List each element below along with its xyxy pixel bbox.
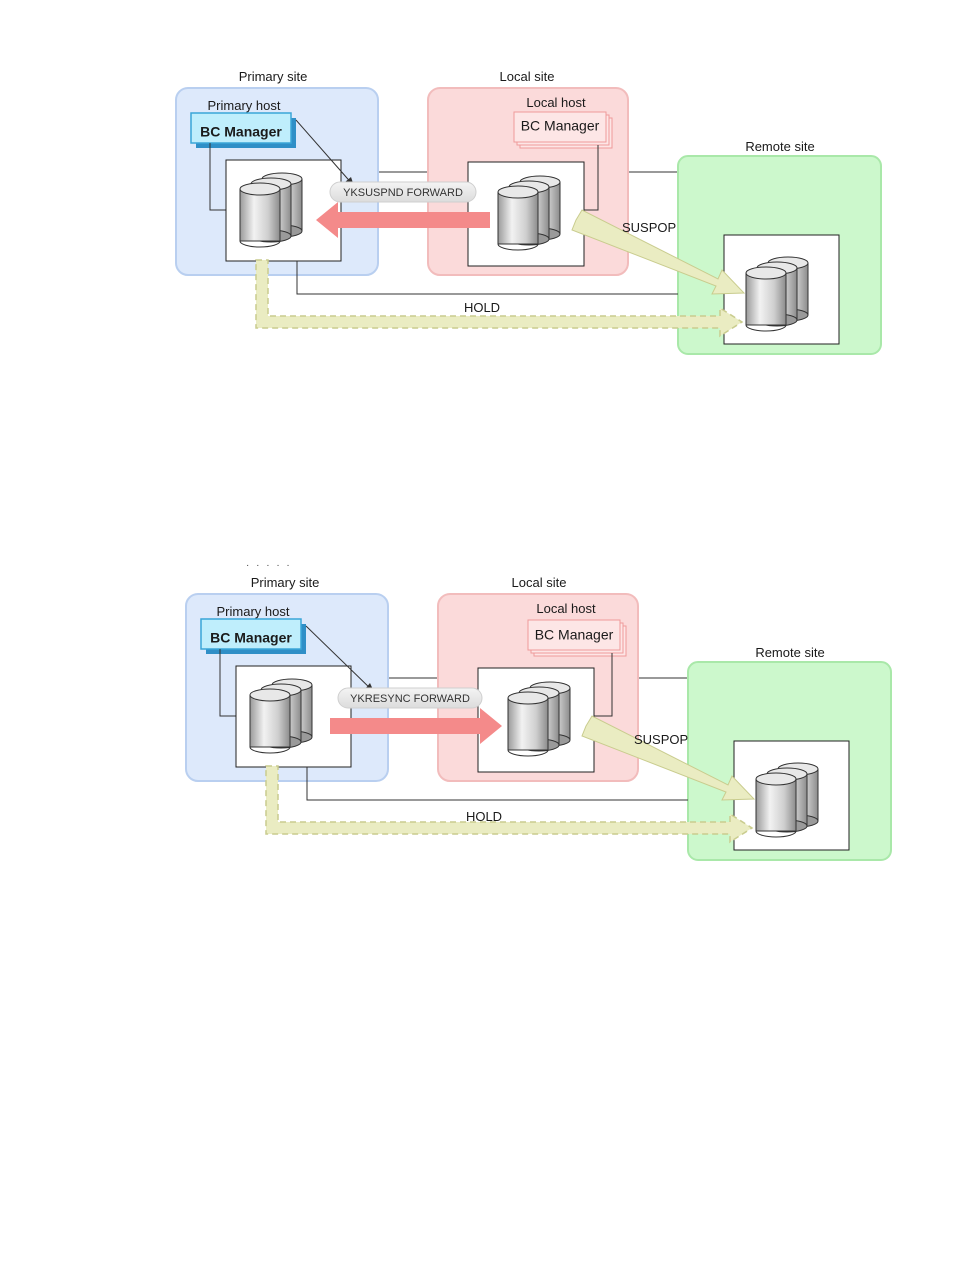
primary-bc-manager: BC Manager xyxy=(201,619,306,654)
command-label: YKSUSPND FORWARD xyxy=(343,187,463,199)
remote-site-label: Remote site xyxy=(755,645,824,660)
primary-site-label: Primary site xyxy=(239,69,308,84)
local-site-label: Local site xyxy=(500,69,555,84)
local-bc-manager-label: BC Manager xyxy=(521,118,600,134)
primary-site-label: Primary site xyxy=(251,575,320,590)
hold-label: HOLD xyxy=(466,809,502,824)
primary-bc-manager-label: BC Manager xyxy=(200,124,282,140)
primary-host-label: Primary host xyxy=(208,98,281,113)
local-bc-manager: BC Manager xyxy=(528,620,626,656)
local-volume-stack xyxy=(498,176,560,250)
primary-volume-stack xyxy=(250,679,312,753)
primary-volume-stack xyxy=(240,173,302,247)
remote-volume-stack xyxy=(746,257,808,331)
diagram-yksuspnd: Primary site Local site Remote site Prim… xyxy=(0,60,954,400)
suspop-label: SUSPOP xyxy=(634,732,688,747)
hold-label: HOLD xyxy=(464,300,500,315)
local-bc-manager: BC Manager xyxy=(514,112,612,148)
primary-bc-manager: BC Manager xyxy=(191,113,296,148)
diagram-svg: Primary site Local site Remote site Prim… xyxy=(0,60,954,400)
local-host-label: Local host xyxy=(526,95,586,110)
suspop-label: SUSPOP xyxy=(622,220,676,235)
local-site-label: Local site xyxy=(512,575,567,590)
primary-host-label: Primary host xyxy=(217,604,290,619)
remote-volume-stack xyxy=(756,763,818,837)
remote-site-label: Remote site xyxy=(745,139,814,154)
primary-bc-manager-label: BC Manager xyxy=(210,630,292,646)
local-volume-stack xyxy=(508,682,570,756)
command-label: YKRESYNC FORWARD xyxy=(350,693,470,705)
diagram-svg: Primary site Local site Remote site Prim… xyxy=(0,566,954,906)
local-bc-manager-label: BC Manager xyxy=(535,627,614,643)
local-host-label: Local host xyxy=(536,601,596,616)
diagram-ykresync: Primary site Local site Remote site Prim… xyxy=(0,566,954,906)
